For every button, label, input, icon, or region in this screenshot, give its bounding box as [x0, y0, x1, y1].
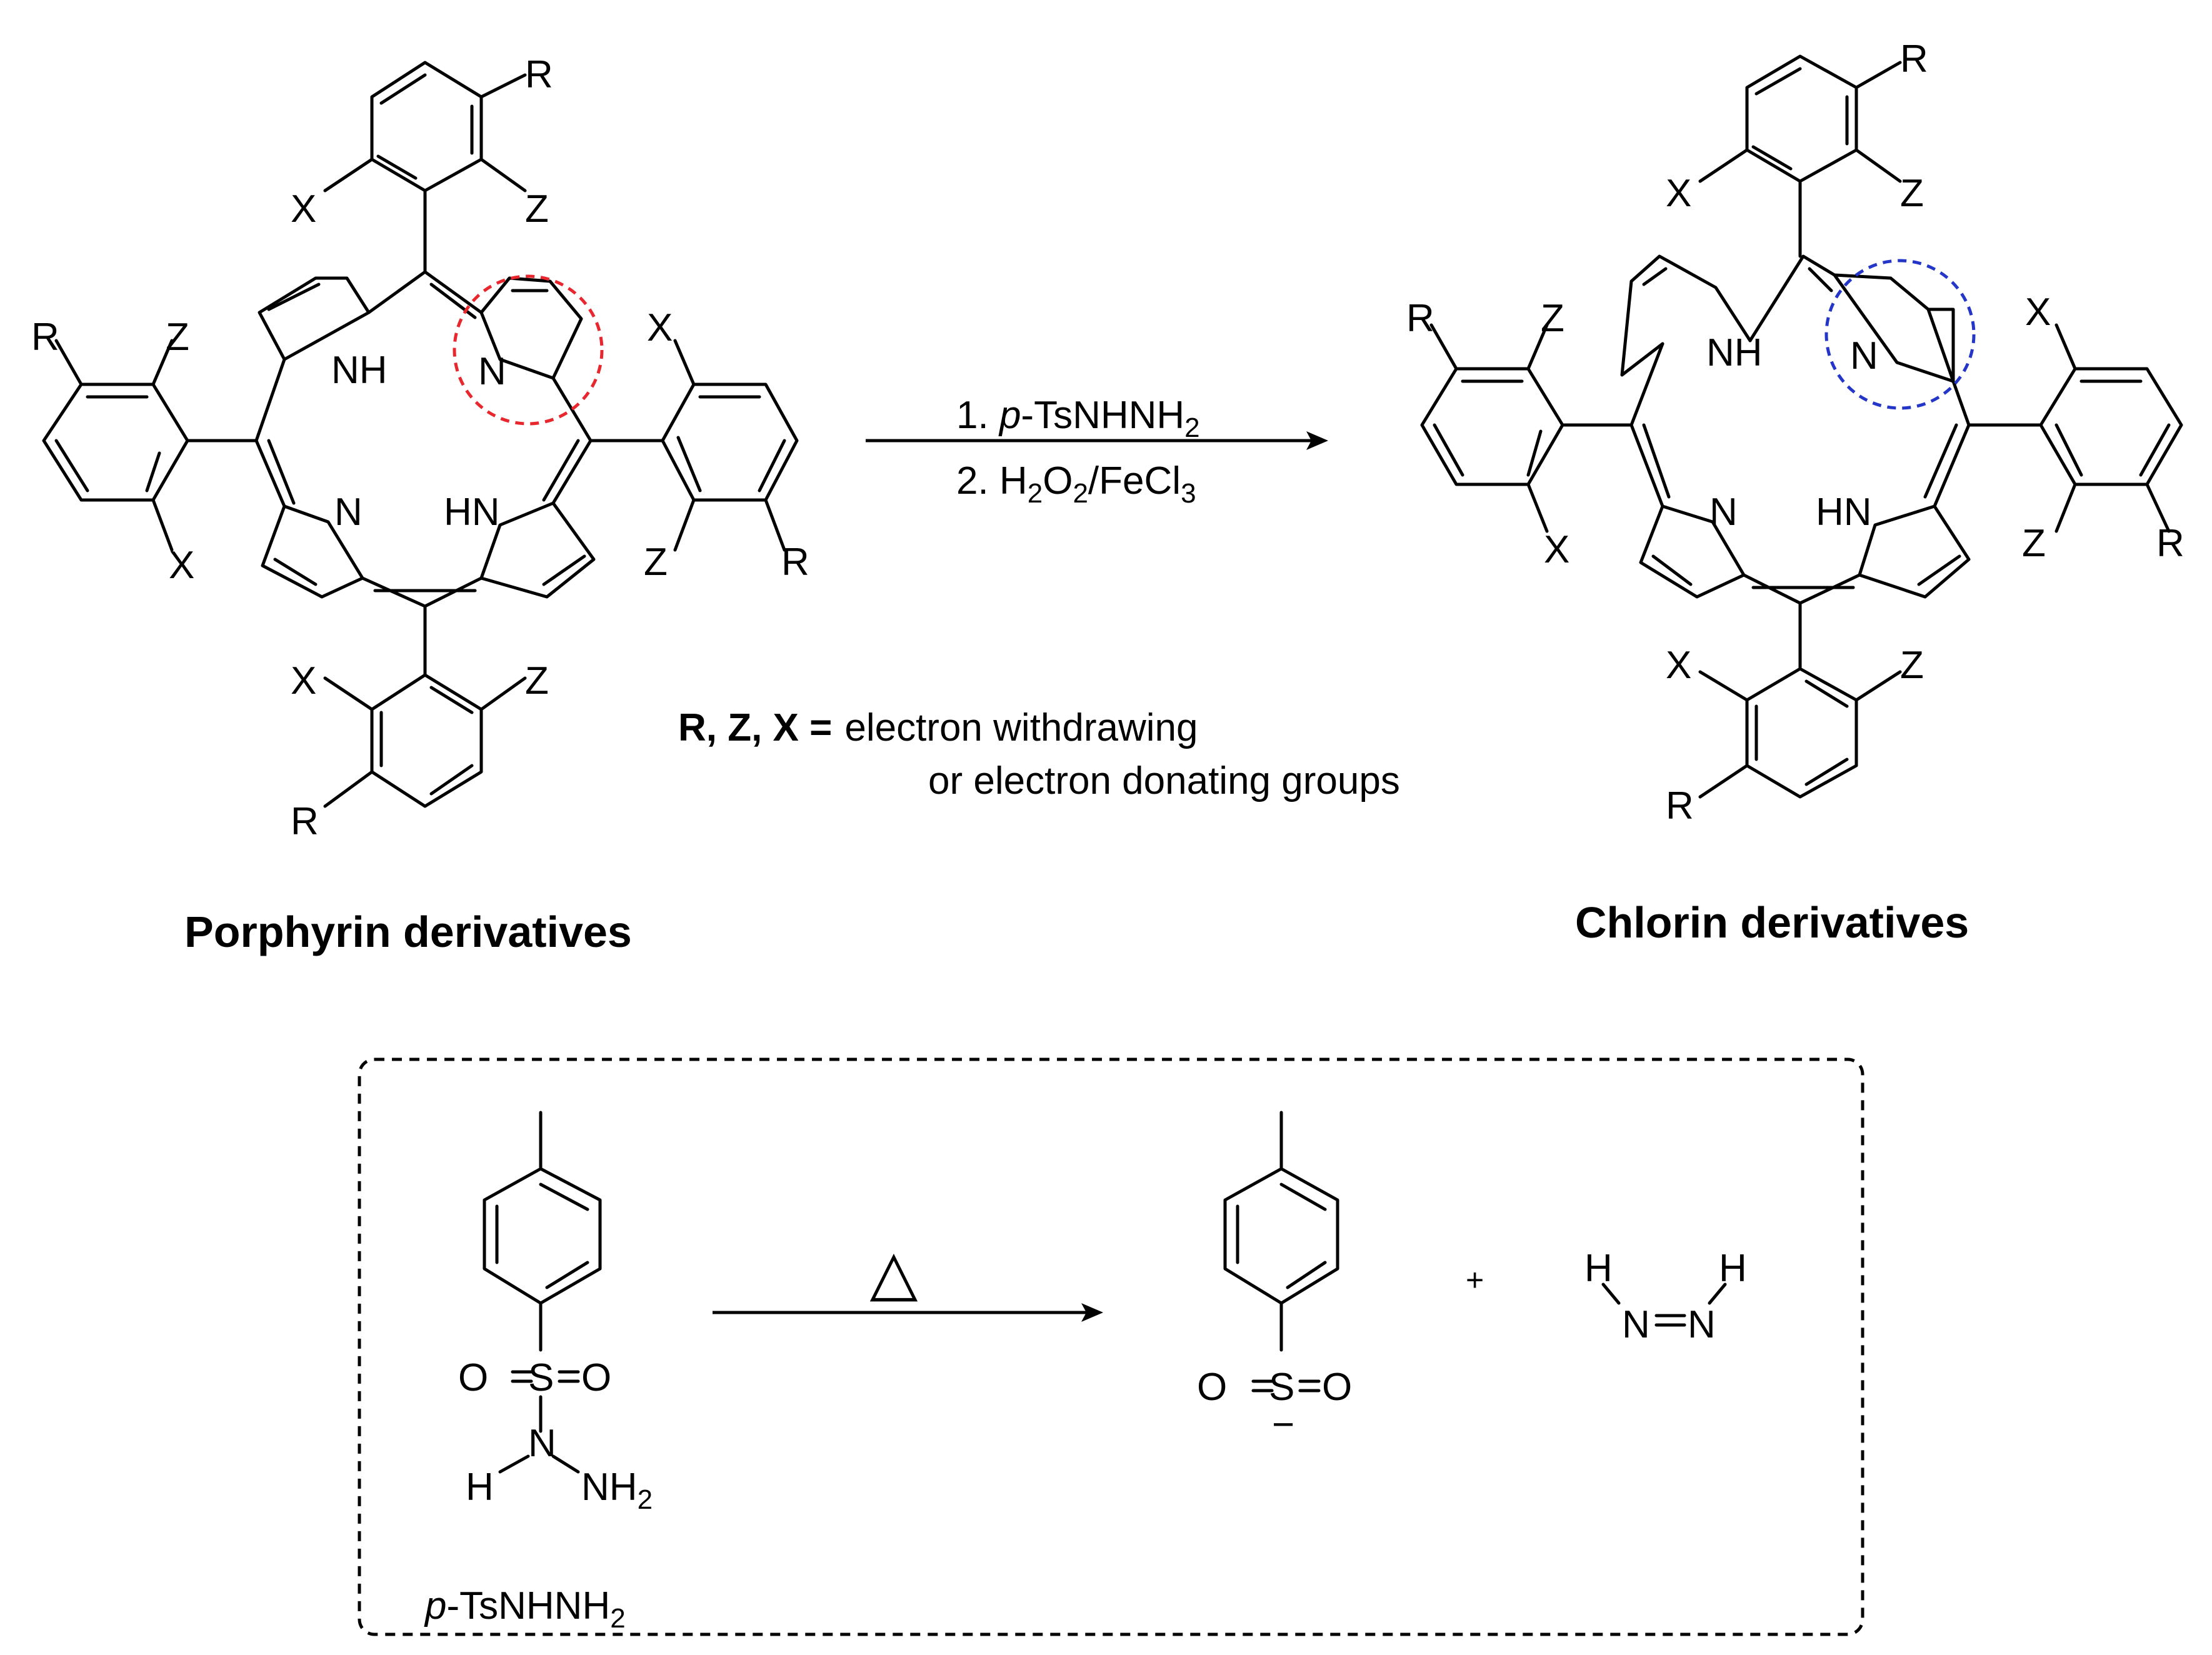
diimide-h-left: H	[1584, 1247, 1613, 1290]
right-aryl-ring	[661, 339, 799, 552]
chlorin-atom-labels: NH N N HN R X Z R Z X X Z R X Z R	[1406, 38, 2184, 828]
chlorin-left-aryl-ring	[1420, 323, 1564, 533]
tshydrazide-name: p-TsNHNH2	[424, 1584, 626, 1634]
heat-symbol: △	[870, 1236, 918, 1309]
porphyrin-atom-labels: NH N N HN R X Z R Z X X Z R X Z R	[31, 53, 809, 843]
tshydrazide-n: N	[528, 1422, 556, 1465]
top-aryl-ring	[323, 61, 527, 192]
chlorin-left-r: R	[1406, 297, 1434, 340]
chlorin-top-z: Z	[1900, 172, 1924, 215]
chlorin-top-aryl-ring	[1698, 54, 1902, 183]
chlorin-n-label-top: N	[1850, 334, 1878, 378]
sulfinate-structure	[1223, 1111, 1339, 1392]
chlorin-bottom-r: R	[1666, 784, 1694, 828]
chlorin-right-r: R	[2156, 522, 2184, 565]
condition-step-1: 1. p-TsNHNH2	[956, 394, 1200, 443]
substituent-note-line-1: R, Z, X =electron withdrawing	[678, 706, 1198, 749]
chlorin-top-r: R	[1900, 38, 1928, 81]
chlorin-right-aryl-ring	[2039, 323, 2183, 533]
tshydrazide-o-right: O	[581, 1356, 611, 1399]
chlorin-core	[1561, 179, 2043, 671]
tshydrazide-o-left: O	[458, 1356, 488, 1399]
tosylhydrazide-labels: O S O N H NH2 p-TsNHNH2	[424, 1356, 653, 1634]
plus-sign: +	[1466, 1262, 1484, 1298]
tshydrazide-nh2: NH2	[581, 1466, 653, 1515]
porphyrin-highlight-circle	[453, 274, 604, 426]
chlorin-structure: NH N N HN R X Z R Z X X Z R X Z R	[1406, 38, 2184, 828]
porphyrin-n-label-bottom: N	[334, 491, 363, 534]
porphyrin-right-x: X	[647, 306, 673, 349]
diimide-h-right: H	[1719, 1247, 1747, 1290]
tosylhydrazide-structure	[483, 1111, 602, 1474]
sulfinate-s: S	[1269, 1366, 1294, 1409]
sulfinate-o-left: O	[1197, 1366, 1227, 1409]
sulfinate-o-right: O	[1322, 1366, 1352, 1409]
chlorin-left-z: Z	[1541, 297, 1564, 340]
chlorin-top-x: X	[1666, 172, 1691, 215]
substituent-note-line-2: or electron donating groups	[928, 759, 1400, 802]
tshydrazide-h: H	[466, 1466, 494, 1509]
porphyrin-top-z: Z	[525, 188, 549, 231]
porphyrin-caption: Porphyrin derivatives	[184, 908, 632, 956]
porphyrin-top-r: R	[525, 53, 553, 96]
chlorin-hn-label: HN	[1816, 491, 1872, 534]
chlorin-nh-label: NH	[1706, 331, 1763, 374]
chlorin-right-x: X	[2025, 291, 2051, 334]
porphyrin-bottom-z: Z	[525, 659, 549, 702]
tshydrazide-s: S	[528, 1356, 554, 1399]
left-aryl-ring	[42, 339, 189, 552]
porphyrin-bottom-r: R	[291, 800, 319, 843]
porphyrin-top-x: X	[291, 188, 316, 231]
porphyrin-hn-label: HN	[444, 491, 500, 534]
condition-step-2: 2. H2O2/FeCl3	[956, 459, 1196, 509]
chlorin-right-z: Z	[2022, 522, 2046, 565]
diimide-labels: H N N H	[1584, 1247, 1747, 1346]
porphyrin-n-label-top: N	[478, 350, 506, 393]
chlorin-highlight-circle	[1824, 259, 1976, 410]
porphyrin-structure: NH N N HN R X Z R Z X X Z R X Z R	[31, 53, 809, 843]
chlorin-caption: Chlorin derivatives	[1575, 898, 1969, 947]
porphyrin-left-r: R	[31, 316, 59, 359]
porphyrin-left-x: X	[169, 544, 194, 587]
inset-dashed-box	[358, 1058, 1864, 1636]
sulfinate-minus: −	[1272, 1403, 1294, 1446]
bottom-aryl-ring	[323, 673, 527, 808]
porphyrin-bottom-x: X	[291, 659, 316, 702]
chlorin-left-x: X	[1544, 528, 1569, 571]
porphyrin-right-z: Z	[644, 541, 668, 584]
chlorin-bottom-z: Z	[1900, 644, 1924, 687]
chlorin-n-label-bottom: N	[1709, 491, 1738, 534]
diimide-n-right: N	[1688, 1303, 1716, 1346]
porphyrin-core	[186, 189, 664, 677]
porphyrin-right-r: R	[781, 541, 809, 584]
porphyrin-nh-label: NH	[331, 349, 388, 392]
porphyrin-left-z: Z	[166, 316, 189, 359]
diimide-structure	[1601, 1282, 1727, 1327]
diimide-n-left: N	[1622, 1303, 1650, 1346]
sulfinate-labels: O S O −	[1197, 1366, 1352, 1446]
main-reaction-arrow	[866, 431, 1328, 450]
chlorin-bottom-aryl-ring	[1698, 667, 1902, 799]
heat-arrow: △	[713, 1236, 1103, 1322]
chlorin-bottom-x: X	[1666, 644, 1691, 687]
